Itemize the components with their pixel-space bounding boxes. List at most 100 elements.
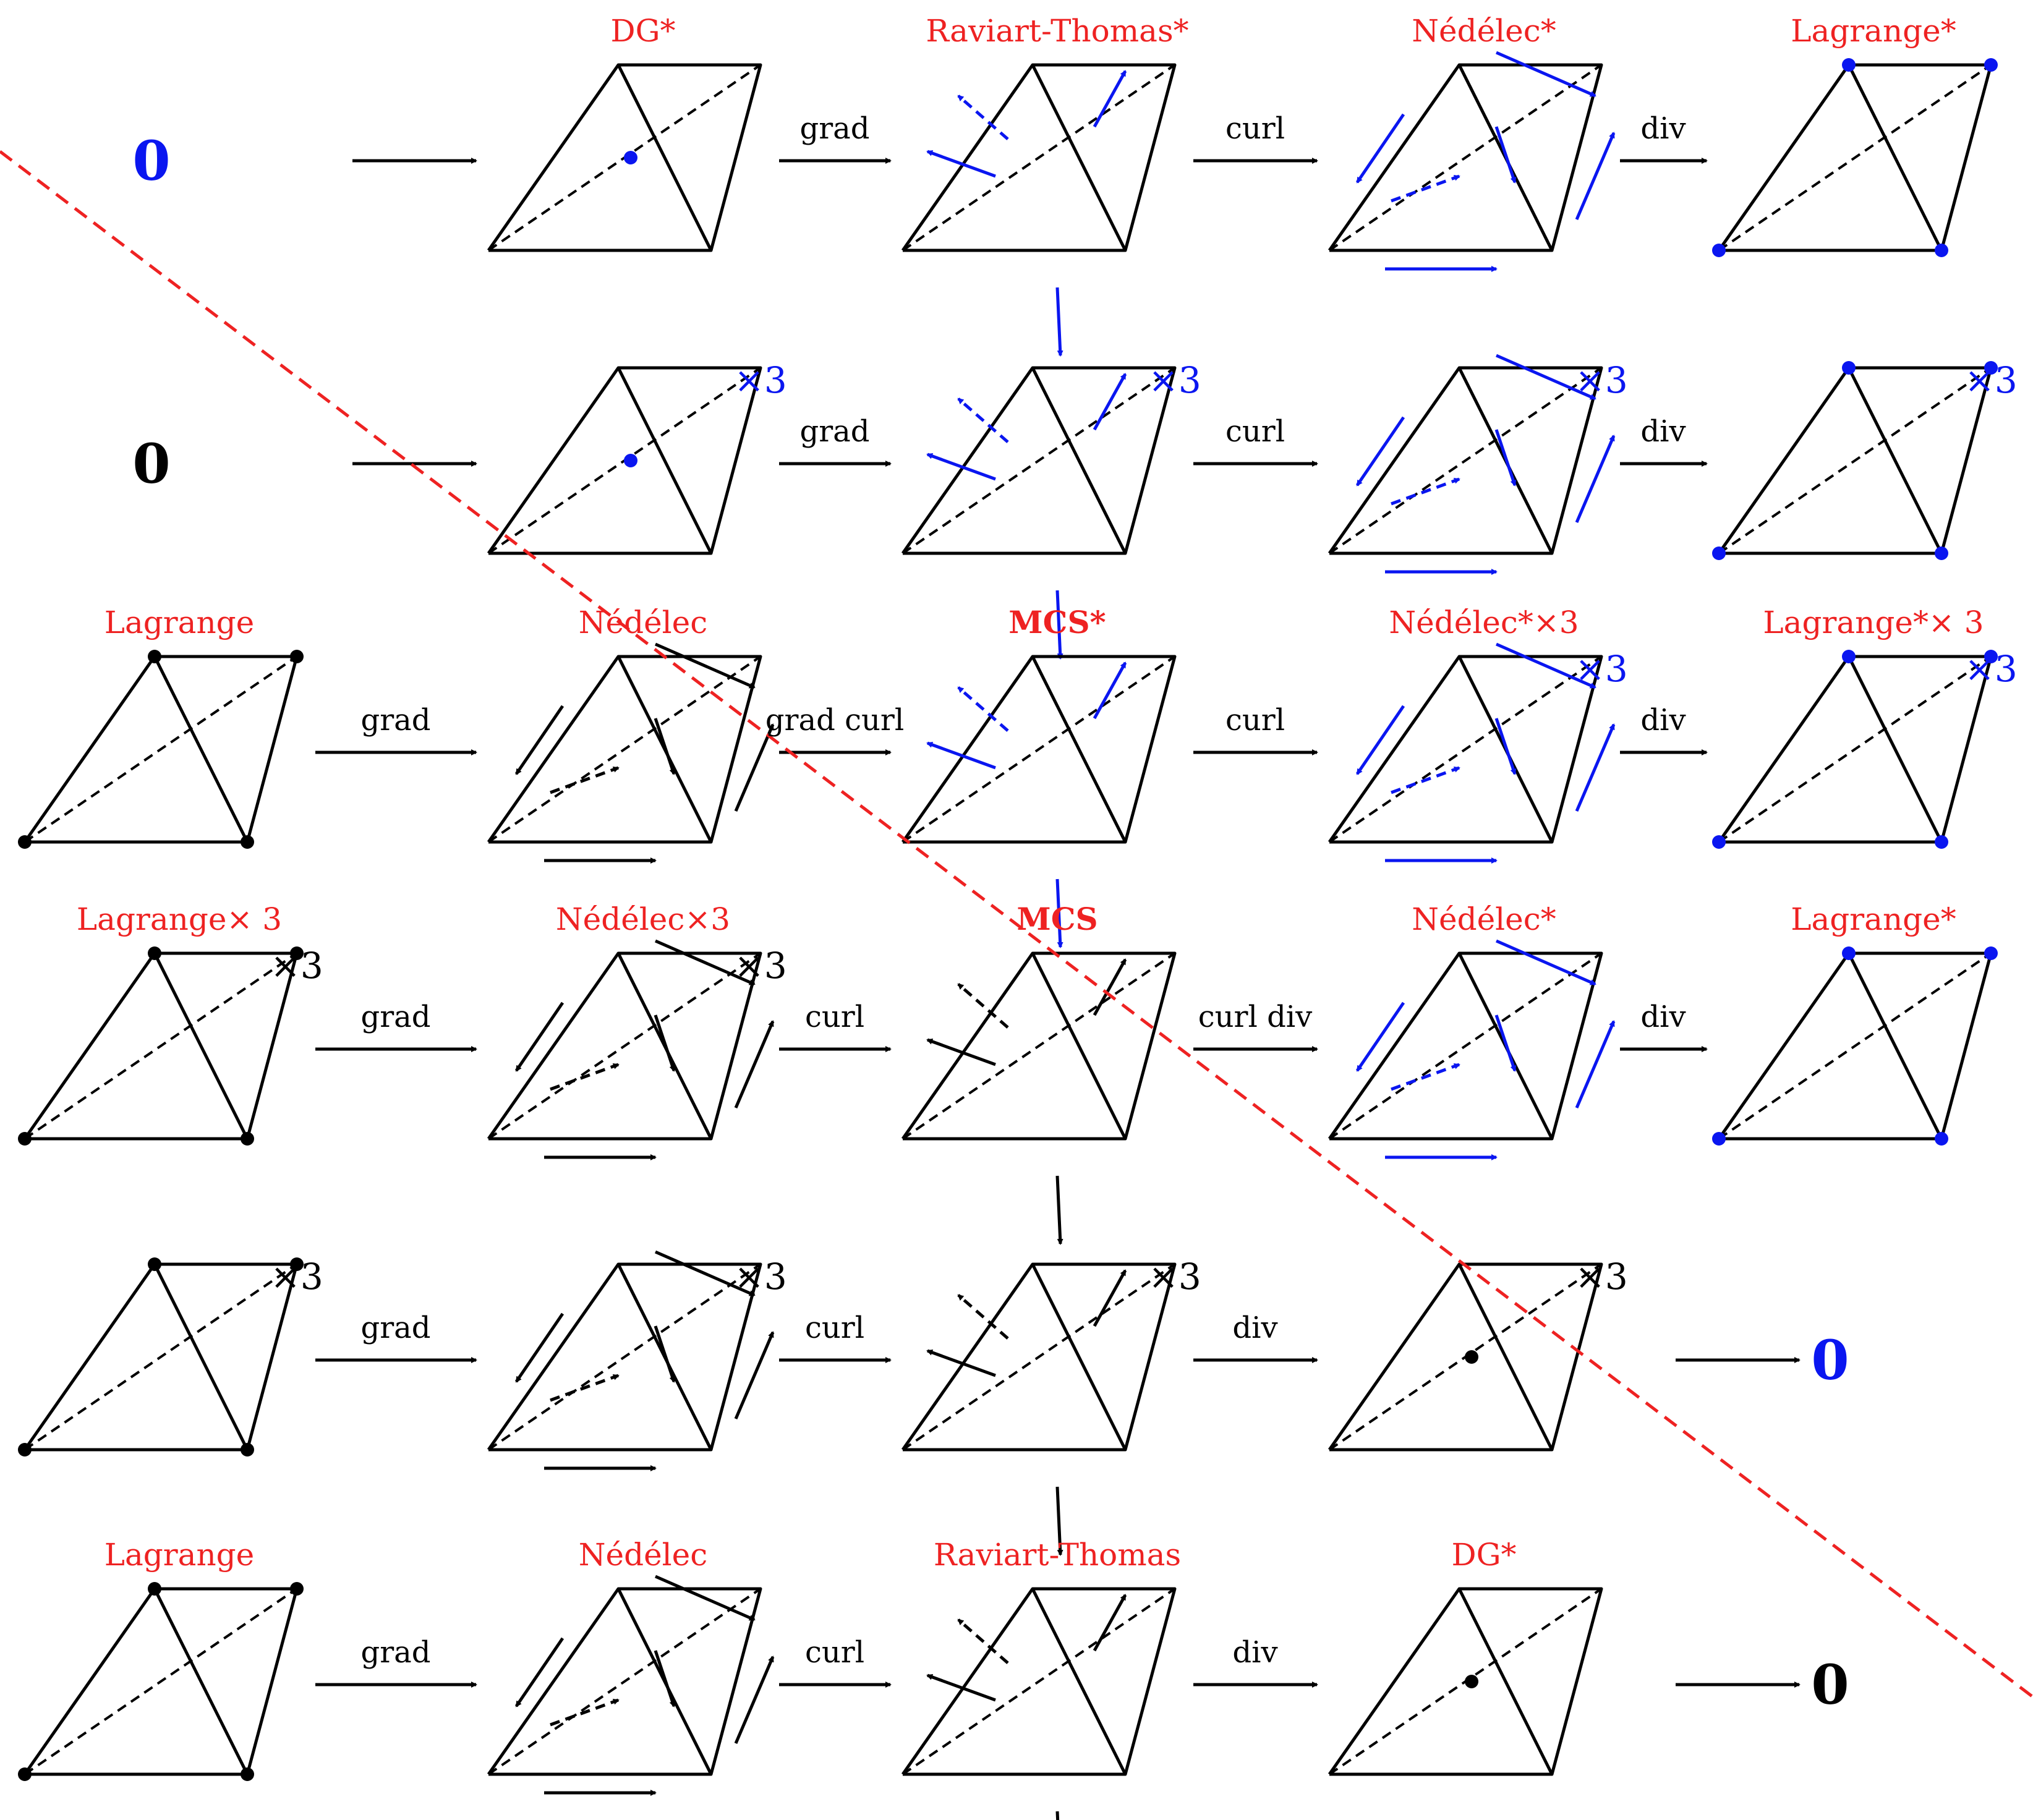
- tetra-edge: [1031, 655, 1127, 843]
- element-raviart-thomas: [901, 1587, 1177, 1820]
- hidden-face-normal-arrow: [957, 95, 1009, 140]
- element-lagrange: [18, 1257, 304, 1456]
- zero-space-left: 0: [132, 129, 171, 193]
- edge-tangent-arrow: [1494, 718, 1517, 775]
- element-name-label: Lagrange*× 3: [1763, 605, 1984, 640]
- face-normal-arrow: [1055, 878, 1063, 948]
- interior-dot: [1465, 1350, 1478, 1364]
- edge-tangent-arrow: [1355, 705, 1405, 775]
- operator-label: curl div: [1198, 1000, 1313, 1034]
- vertex-dot: [241, 1132, 254, 1146]
- operator-label: grad: [799, 111, 870, 146]
- face-normal-arrow: [1093, 70, 1127, 128]
- vertex-dot: [148, 946, 161, 960]
- edge-tangent-arrow: [514, 1001, 565, 1072]
- tetra-edge: [153, 655, 249, 843]
- element-name-label: Lagrange*: [1791, 13, 1956, 49]
- tetra-edge: [1031, 952, 1127, 1140]
- element-mcs: [901, 655, 1177, 948]
- tetra-hidden-edge: [1718, 655, 1992, 843]
- hidden-face-normal-arrow: [957, 1618, 1009, 1664]
- face-normal-arrow: [1055, 287, 1063, 357]
- tetra-hidden-edge: [901, 367, 1176, 555]
- face-normal-arrow: [926, 741, 996, 770]
- element-nedelec: [1328, 51, 1616, 272]
- zero-space-right: 0: [1811, 1652, 1849, 1717]
- tetra-hidden-edge: [487, 1588, 762, 1775]
- tetra-edge: [1031, 367, 1127, 555]
- tetra-hidden-edge: [901, 64, 1176, 252]
- vertex-dot: [18, 835, 32, 849]
- tetra-edge: [1031, 1263, 1127, 1451]
- element-nedelec: [487, 939, 775, 1160]
- face-normal-arrow: [1093, 1594, 1127, 1652]
- edge-tangent-arrow: [1575, 435, 1616, 523]
- element-lagrange: [1712, 361, 1998, 560]
- edge-tangent-arrow: [514, 705, 565, 775]
- multiplicity-label: ×3: [270, 945, 323, 987]
- tetra-edge: [616, 367, 713, 555]
- edge-tangent-arrow: [654, 1650, 676, 1707]
- element-dg: [1328, 1262, 1603, 1452]
- operator-label: curl: [804, 1635, 865, 1670]
- hidden-face-normal-arrow: [957, 983, 1009, 1029]
- operator-label: div: [1232, 1311, 1278, 1345]
- tetra-hidden-edge: [23, 952, 298, 1140]
- zero-space-left: 0: [132, 432, 171, 496]
- tetra-edge: [1847, 64, 1943, 252]
- tetra-edge: [153, 1588, 249, 1775]
- hidden-edge-arrow: [1391, 766, 1460, 794]
- edge-tangent-arrow: [654, 939, 756, 986]
- tetra-hidden-edge: [1718, 952, 1992, 1140]
- hidden-edge-arrow: [1391, 174, 1460, 203]
- face-normal-arrow: [926, 1673, 996, 1702]
- edge-tangent-arrow: [1575, 132, 1616, 220]
- vertex-dot: [1842, 650, 1856, 663]
- hidden-face-normal-arrow: [957, 686, 1009, 732]
- element-nedelec: [1328, 939, 1616, 1160]
- edge-tangent-arrow: [1355, 416, 1405, 487]
- edge-tangent-arrow: [1494, 126, 1517, 184]
- hidden-edge-arrow: [1391, 477, 1460, 506]
- element-dg: [1328, 1587, 1603, 1776]
- element-name-label: Lagrange*: [1791, 901, 1956, 937]
- edge-tangent-arrow: [1495, 354, 1596, 401]
- face-normal-arrow: [926, 1349, 996, 1377]
- tetra-hidden-edge: [487, 952, 762, 1140]
- multiplicity-label: ×3: [1575, 1256, 1628, 1298]
- multiplicity-label: ×3: [734, 945, 787, 987]
- element-name-label: Raviart-Thomas: [933, 1537, 1182, 1573]
- tetra-hidden-edge: [1328, 952, 1603, 1140]
- edge-tangent-arrow: [1355, 1001, 1405, 1072]
- element-name-label: Lagrange: [104, 605, 255, 640]
- tetra-edge: [1847, 655, 1943, 843]
- vertex-dot: [1935, 244, 1948, 257]
- multiplicity-label: ×3: [1964, 648, 2018, 690]
- vertex-dot: [148, 1257, 161, 1271]
- edge-tangent-arrow: [1575, 723, 1616, 812]
- multiplicity-label: ×3: [1148, 1256, 1201, 1298]
- tetra-hidden-edge: [1718, 367, 1992, 555]
- face-normal-arrow: [1055, 1175, 1063, 1245]
- vertex-dot: [1984, 58, 1998, 72]
- element-name-label: Lagrange× 3: [76, 901, 283, 937]
- edge-tangent-arrow: [1494, 1014, 1517, 1072]
- element-lagrange: [18, 946, 304, 1146]
- hidden-edge-arrow: [550, 766, 620, 794]
- tetra-hidden-edge: [901, 655, 1176, 843]
- tetra-edge: [1457, 1263, 1554, 1451]
- operator-label: curl: [1225, 703, 1285, 738]
- edge-tangent-arrow: [734, 1020, 775, 1108]
- element-name-label: Nédélec*: [1412, 13, 1556, 49]
- element-nedelec: [487, 642, 775, 864]
- element-lagrange: [18, 1582, 304, 1781]
- face-normal-arrow: [1093, 373, 1127, 431]
- tetra-edge: [1031, 1588, 1127, 1775]
- multiplicity-label: ×3: [734, 359, 787, 401]
- element-name-label: Lagrange: [104, 1537, 255, 1573]
- element-nedelec: [1328, 354, 1616, 575]
- tetra-edge: [616, 64, 713, 252]
- element-mcs: [901, 951, 1177, 1245]
- element-nedelec: [487, 1575, 775, 1796]
